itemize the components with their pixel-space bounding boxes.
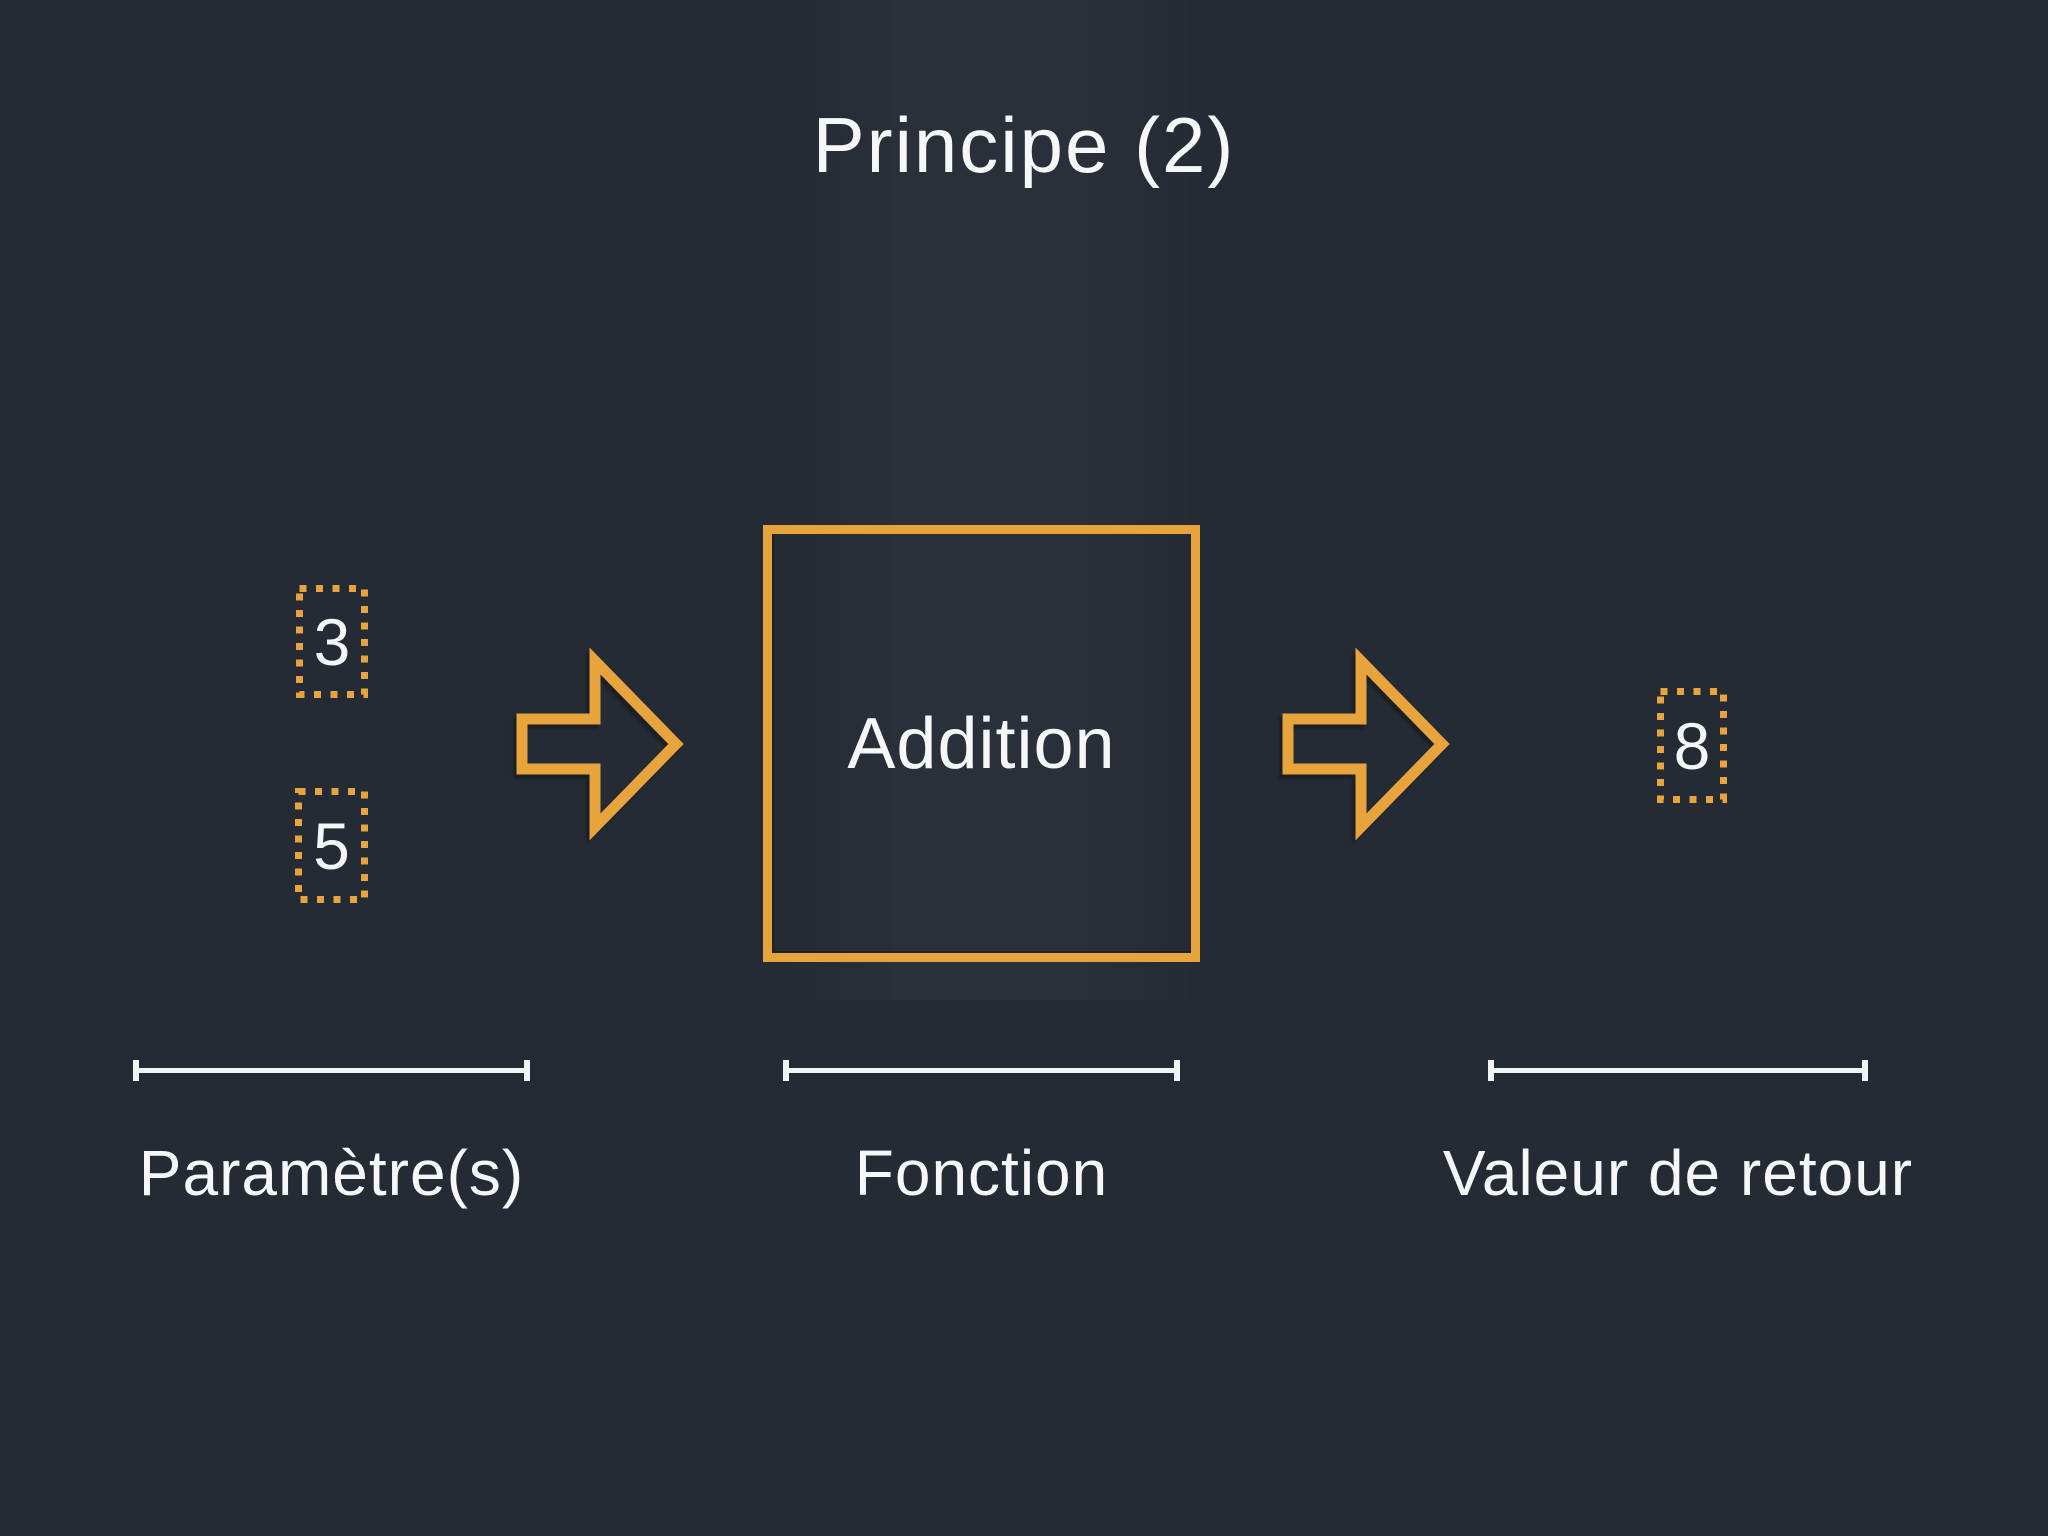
page-title: Principe (2) bbox=[812, 101, 1236, 189]
parameter-value-1: 3 bbox=[313, 604, 351, 679]
function-name: Addition bbox=[847, 703, 1116, 784]
dotted-border-icon bbox=[296, 585, 368, 698]
parameter-value-box-1: 3 bbox=[296, 585, 368, 698]
dotted-border-icon bbox=[1657, 688, 1727, 803]
measure-line-parameters bbox=[133, 1060, 530, 1081]
parameter-value-2: 5 bbox=[313, 808, 350, 883]
arrow-right-icon bbox=[516, 647, 684, 841]
arrow-right-icon bbox=[1282, 647, 1450, 841]
parameter-value-box-2: 5 bbox=[295, 788, 368, 903]
dotted-border-icon bbox=[295, 788, 368, 903]
function-label: Fonction bbox=[854, 1137, 1109, 1209]
parameters-label: Paramètre(s) bbox=[138, 1137, 525, 1209]
return-value: 8 bbox=[1673, 708, 1711, 783]
return-value-box: 8 bbox=[1657, 688, 1727, 803]
measure-line-return bbox=[1488, 1060, 1868, 1081]
function-box: Addition bbox=[763, 525, 1200, 962]
return-label: Valeur de retour bbox=[1442, 1137, 1914, 1209]
measure-line-function bbox=[783, 1060, 1180, 1081]
